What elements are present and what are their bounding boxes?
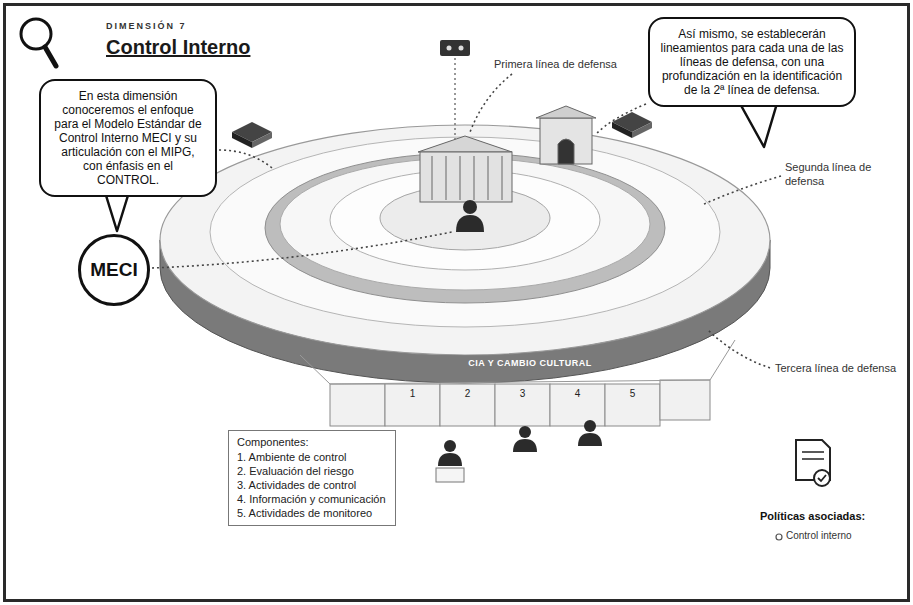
- person-icon: [436, 440, 464, 482]
- magnifier-icon: [21, 19, 56, 66]
- disc-top: [160, 125, 770, 355]
- policies-heading: Políticas asociadas:: [760, 510, 865, 522]
- book-icon: [232, 122, 272, 148]
- stand-box: [495, 384, 550, 426]
- bubble-tail: [738, 100, 778, 147]
- node-text: 5. Actividades de monitoreo: [237, 506, 387, 520]
- stand-box: [330, 384, 385, 426]
- stand-box: [605, 384, 660, 426]
- magnifier-lens: [21, 19, 51, 49]
- policy-icon: [796, 440, 830, 486]
- speech-bubble: En esta dimensión conoceremos el enfoque…: [39, 79, 217, 197]
- seat-number: 3: [495, 388, 550, 399]
- box-heading: Componentes:: [237, 435, 387, 449]
- speech-bubble: Así mismo, se establecerán lineamientos …: [648, 17, 856, 107]
- components-box: Componentes:1. Ambiente de control2. Eva…: [228, 430, 396, 526]
- ring: [210, 137, 720, 327]
- node-text: En esta dimensión conoceremos el enfoque…: [51, 89, 205, 187]
- node-text: 1. Ambiente de control: [237, 450, 387, 464]
- node-text: 2. Evaluación del riesgo: [237, 464, 387, 478]
- leader-line: [219, 150, 272, 168]
- node-text: MECI: [90, 259, 138, 281]
- ring-band-text: CIA Y CAMBIO CULTURAL: [440, 358, 620, 368]
- seat-number: 1: [385, 388, 440, 399]
- sign-post: [440, 40, 470, 142]
- meci-circle: MECI: [78, 234, 150, 306]
- leader-lines: [152, 74, 781, 368]
- ring-band: [265, 153, 665, 303]
- seat-number: 4: [550, 388, 605, 399]
- policy-item: Control interno: [786, 530, 852, 541]
- node-text: 4. Información y comunicación: [237, 492, 387, 506]
- leader-line: [152, 232, 452, 268]
- stand-box: [550, 384, 605, 426]
- defense-line-label: Primera línea de defensa: [494, 58, 617, 70]
- seat-number: 2: [440, 388, 495, 399]
- seat-number: 5: [605, 388, 660, 399]
- leader-line: [702, 176, 781, 205]
- node-text: Así mismo, se establecerán lineamientos …: [660, 27, 844, 97]
- person-icon: [578, 420, 602, 446]
- leader-line: [596, 104, 646, 134]
- stand-box: [660, 380, 710, 420]
- arched-building: [536, 106, 596, 164]
- book-icon: [612, 112, 652, 138]
- leader-line: [708, 330, 770, 368]
- defense-line-label: Tercera línea de defensa: [775, 362, 896, 374]
- node-text: 3. Actividades de control: [237, 478, 387, 492]
- base-stands: [330, 380, 710, 426]
- stand-box: [385, 384, 440, 426]
- diagram-title: Control Interno: [106, 36, 250, 59]
- person-icon: [456, 200, 484, 232]
- defense-line-label: Segunda línea de defensa: [785, 160, 880, 188]
- bullet-dot: [776, 534, 782, 540]
- person-icon: [513, 426, 537, 452]
- dimension-number: DIMENSIÓN 7: [106, 21, 187, 31]
- leader-line: [470, 74, 512, 132]
- central-building: [418, 136, 512, 202]
- stand-box: [440, 384, 495, 426]
- magnifier-handle: [45, 47, 56, 66]
